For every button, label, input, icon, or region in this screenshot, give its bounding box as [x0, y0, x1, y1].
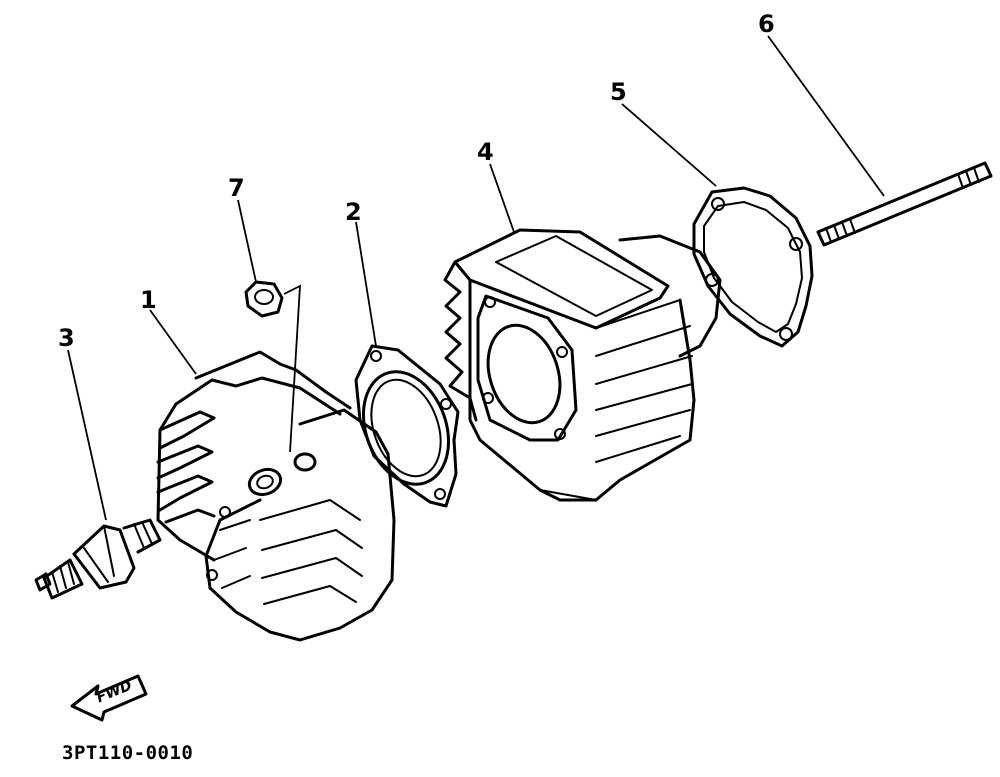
- diagram-code: 3PT110-0010: [62, 742, 194, 764]
- callout-4: 4: [477, 138, 494, 166]
- part-7-nut: [244, 280, 284, 318]
- part-1-cylinder-head: [156, 350, 396, 642]
- callout-2: 2: [345, 198, 362, 226]
- part-6-stud-bolt: [816, 161, 993, 247]
- callout-7: 7: [228, 174, 245, 202]
- part-4-cylinder: [443, 228, 722, 502]
- part-3-spark-plug: [34, 518, 162, 600]
- fwd-arrow-icon: [70, 674, 148, 722]
- callout-3: 3: [58, 324, 75, 352]
- callout-5: 5: [610, 78, 627, 106]
- callout-1: 1: [140, 286, 157, 314]
- callout-6: 6: [758, 10, 775, 38]
- leader-lines: [67, 35, 885, 521]
